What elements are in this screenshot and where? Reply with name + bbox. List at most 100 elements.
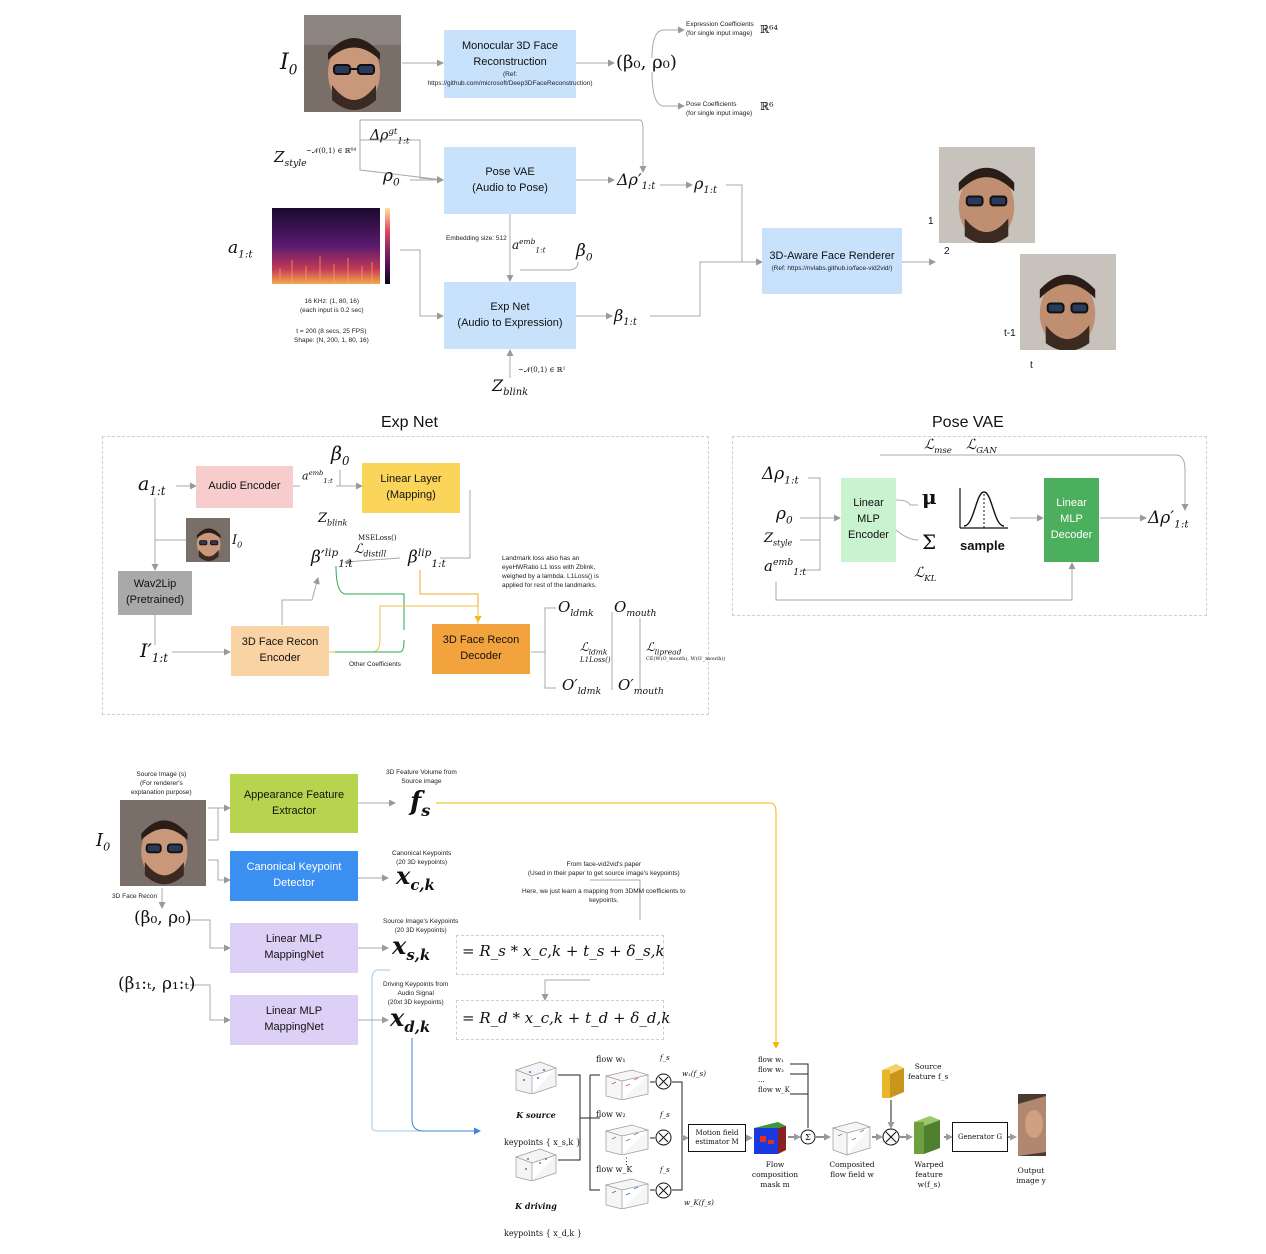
landmark-loss-note: Landmark loss also has an eyeHWRatio L1 … <box>502 555 599 590</box>
source-keypoints-note: Source Image's Keypoints (20 3D Keypoint… <box>383 918 459 935</box>
pose-vae-title: Pose VAE <box>485 165 535 178</box>
flow-list: flow w₁ flow w₂ ... flow w_K <box>758 1055 790 1096</box>
r6-label: ℝ⁶ <box>760 100 774 113</box>
face-recon-encoder-label: 3D Face Recon Encoder <box>241 636 319 664</box>
fs-small-2: f_s <box>660 1111 670 1119</box>
equation-source-box <box>456 935 664 975</box>
flow-ellipsis: ⋮ <box>622 1156 631 1166</box>
linear-mlp-encoder-box: Linear MLP Encoder <box>841 478 896 562</box>
o-mouth-prime: O′mouth <box>618 676 664 697</box>
sigma-symbol: Σ <box>922 530 937 554</box>
multiply-icon-2 <box>655 1129 672 1146</box>
mel-spectrogram <box>272 208 404 294</box>
sum-glyph: Σ <box>805 1133 811 1142</box>
canonical-label: Canonical Keypoint Detector <box>246 861 342 889</box>
mono-title: Monocular 3D Face Reconstruction <box>462 40 558 69</box>
monocular-3d-face-reconstruction-box: Monocular 3D Face Reconstruction (Ref: h… <box>427 30 593 98</box>
l-kl: ℒKL <box>914 565 937 584</box>
source-feature-label: Source feature f_s <box>908 1062 949 1081</box>
output-frame-t-1 <box>1020 254 1116 350</box>
face-recon-encoder-box: 3D Face Recon Encoder <box>231 626 329 676</box>
source-face-photo <box>304 15 401 112</box>
wav2lip-box: Wav2Lip (Pretrained) <box>118 571 192 615</box>
linear-mlp-decoder-box: Linear MLP Decoder <box>1044 478 1099 562</box>
flow-w1-cube <box>602 1066 650 1101</box>
composited-flow-cube <box>830 1118 872 1156</box>
mono-ref-link[interactable]: (Ref: https://github.com/microsoft/Deep3… <box>427 71 593 87</box>
r64-label: ℝ⁶⁴ <box>760 23 778 36</box>
face-renderer-box: 3D-Aware Face Renderer (Ref: https://nvl… <box>762 228 902 294</box>
mu-symbol: μ <box>922 485 937 509</box>
flow-w2-label: flow w₂ <box>596 1110 626 1119</box>
rho0-vae: ρ0 <box>776 504 793 527</box>
fs-small-3: f_s <box>660 1166 670 1174</box>
beta0-top: β0 <box>576 241 593 264</box>
feature-volume-note: 3D Feature Volume from Source image <box>386 769 457 786</box>
exp-net-title: Exp Net <box>490 300 530 313</box>
xck-symbol: xc,k <box>396 861 435 894</box>
face-recon-decoder-label: 3D Face Recon Decoder <box>442 634 520 662</box>
l-ldmk: ℒldmk <box>580 640 608 657</box>
l-gan: ℒGAN <box>966 437 997 456</box>
multiply-icon-1 <box>655 1073 672 1090</box>
exp-net-box: Exp Net (Audio to Expression) <box>444 282 576 349</box>
pose-vae-subtitle: (Audio to Pose) <box>472 181 548 194</box>
face-recon-note: 3D Face Recon <box>112 893 158 900</box>
delta-rho-prime: Δρ′1:t <box>617 170 656 193</box>
motion-field-estimator-box: Motion field estimator M <box>688 1124 746 1152</box>
beta0-rho0-renderer: (β₀, ρ₀) <box>134 908 192 928</box>
mse-loss-label: MSELoss() <box>358 534 397 542</box>
l-lipread: ℒlipread <box>646 640 682 657</box>
pose-vae-box: Pose VAE (Audio to Pose) <box>444 147 576 214</box>
xsk-symbol: xs,k <box>392 931 431 964</box>
pose-coeff-note: Pose Coefficients (for single input imag… <box>686 101 753 118</box>
motion-field-label: Motion field estimator M <box>695 1128 739 1146</box>
wkfs-label: w_K(f_s) <box>684 1199 714 1207</box>
sample-label: sample <box>960 538 1005 553</box>
decoder-label: Linear MLP Decoder <box>1050 497 1093 541</box>
zstyle-vae: Zstyle <box>764 531 793 548</box>
k-source-label: K source keypoints { x_s,k } <box>504 1092 581 1156</box>
beta-rho-1t-renderer: (β₁:ₜ, ρ₁:ₜ) <box>118 974 196 994</box>
l-mse: ℒmse <box>924 437 952 456</box>
spectrogram-note-1: 16 KHz: (1, 80, 16) (each input is 0.2 s… <box>300 298 364 315</box>
fs-symbol: fs <box>410 787 431 821</box>
frame-label-t-1: t-1 <box>1004 328 1016 339</box>
mapping-net-source-label: Linear MLP MappingNet <box>264 933 324 961</box>
pose-vae-panel <box>732 436 1207 616</box>
ce-loss-label: CE(W(O_mouth), W(O′_mouth)) <box>646 656 726 662</box>
a-emb-expnet: aemb1:t <box>302 469 333 485</box>
l-distill: ℒdistill <box>354 542 387 559</box>
beta0-expnet: β0 <box>331 443 350 468</box>
i0-symbol: I0 <box>280 50 298 79</box>
fs-small-1: f_s <box>660 1054 670 1062</box>
a-emb-vae: aemb1:t <box>764 557 807 578</box>
linear-layer-box: Linear Layer (Mapping) <box>362 463 460 513</box>
driving-keypoints-cube <box>512 1145 558 1182</box>
renderer-ref-link[interactable]: (Ref: https://nvlabs.github.io/face-vid2… <box>771 264 893 272</box>
delta-rho-prime-vae: Δρ′1:t <box>1148 508 1189 531</box>
o-mouth: Omouth <box>614 598 657 619</box>
flow-mask-label: Flow composition mask m <box>751 1160 799 1189</box>
beta-lip-prime: β′lip1:t <box>311 547 353 571</box>
beta-lip: βlip1:t <box>408 547 446 571</box>
delta-rho-vae: Δρ1:t <box>762 464 799 487</box>
k-driving-text: K driving <box>515 1201 557 1211</box>
exp-net-heading: Exp Net <box>381 414 438 431</box>
a1t-top: a1:t <box>228 238 253 261</box>
expression-coeff-note: Expression Coefficients (for single inpu… <box>686 21 754 38</box>
exp-net-subtitle: (Audio to Expression) <box>457 316 563 329</box>
audio-encoder-label: Audio Encoder <box>208 480 281 493</box>
rho0-symbol: ρ0 <box>383 166 400 189</box>
warped-feature-label: Warped feature w(f_s) <box>914 1160 944 1189</box>
flow-wk-label: flow w_K <box>596 1165 633 1174</box>
k-source-keypoints: keypoints { x_s,k } <box>504 1138 581 1147</box>
i0-renderer: I0 <box>96 830 111 854</box>
wav2lip-label: Wav2Lip (Pretrained) <box>125 578 185 606</box>
beta0-rho0: (β₀, ρ₀) <box>616 52 677 73</box>
generator-label: Generator G <box>957 1132 1003 1141</box>
delta-rho-gt: Δρgt1:t <box>370 127 410 147</box>
renderer-source-photo <box>120 800 206 886</box>
equation-source: = R_s * x_c,k + t_s + δ_s,k <box>462 942 665 960</box>
output-image-label: Output image y <box>1016 1166 1046 1185</box>
